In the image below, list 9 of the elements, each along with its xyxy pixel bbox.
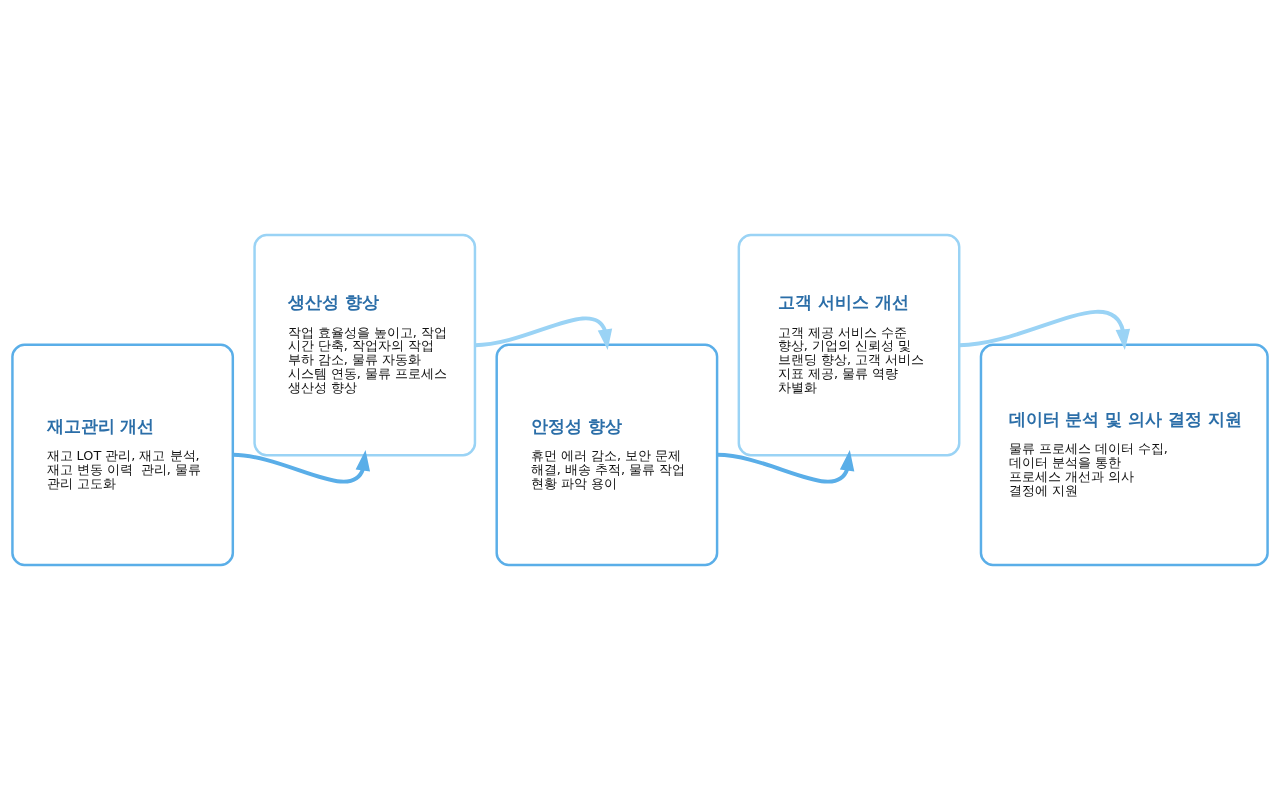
- arrow: [959, 310, 1131, 351]
- node-box: 재고관리 개선 재고 LOT 관리, 재고 분석, 재고 변동 이력 관리, 물류 관리 고도화: [11, 343, 235, 567]
- node-box: 안정성 향상 휴먼 에러 감소, 보안 문제 해결, 배송 추적, 물류 작업 현황 파악 용이: [495, 343, 719, 567]
- node-box: 고객 서비스 개선 고객 제공 서비스 수준 향상, 기업의 신뢰성 및 브랜딩 향상, 고객 서비스 지표 제공, 물류 역량 차별화: [737, 233, 961, 457]
- arrow: [232, 449, 371, 484]
- arrow: [716, 449, 855, 484]
- node-box: 데이터 분석 및 의사 결정 지원 물류 프로세스 데이터 수집, 데이터 분석을 통한 프로세스 개선과 의사 결정에 지원: [979, 343, 1269, 567]
- arrow: [474, 316, 613, 351]
- node-box: 생산성 향상 작업 효율성을 높이고, 작업 시간 단축, 작업자의 작업 부하 감소, 물류 자동화 시스템 연동, 물류 프로세스 생산성 향상: [253, 233, 477, 457]
